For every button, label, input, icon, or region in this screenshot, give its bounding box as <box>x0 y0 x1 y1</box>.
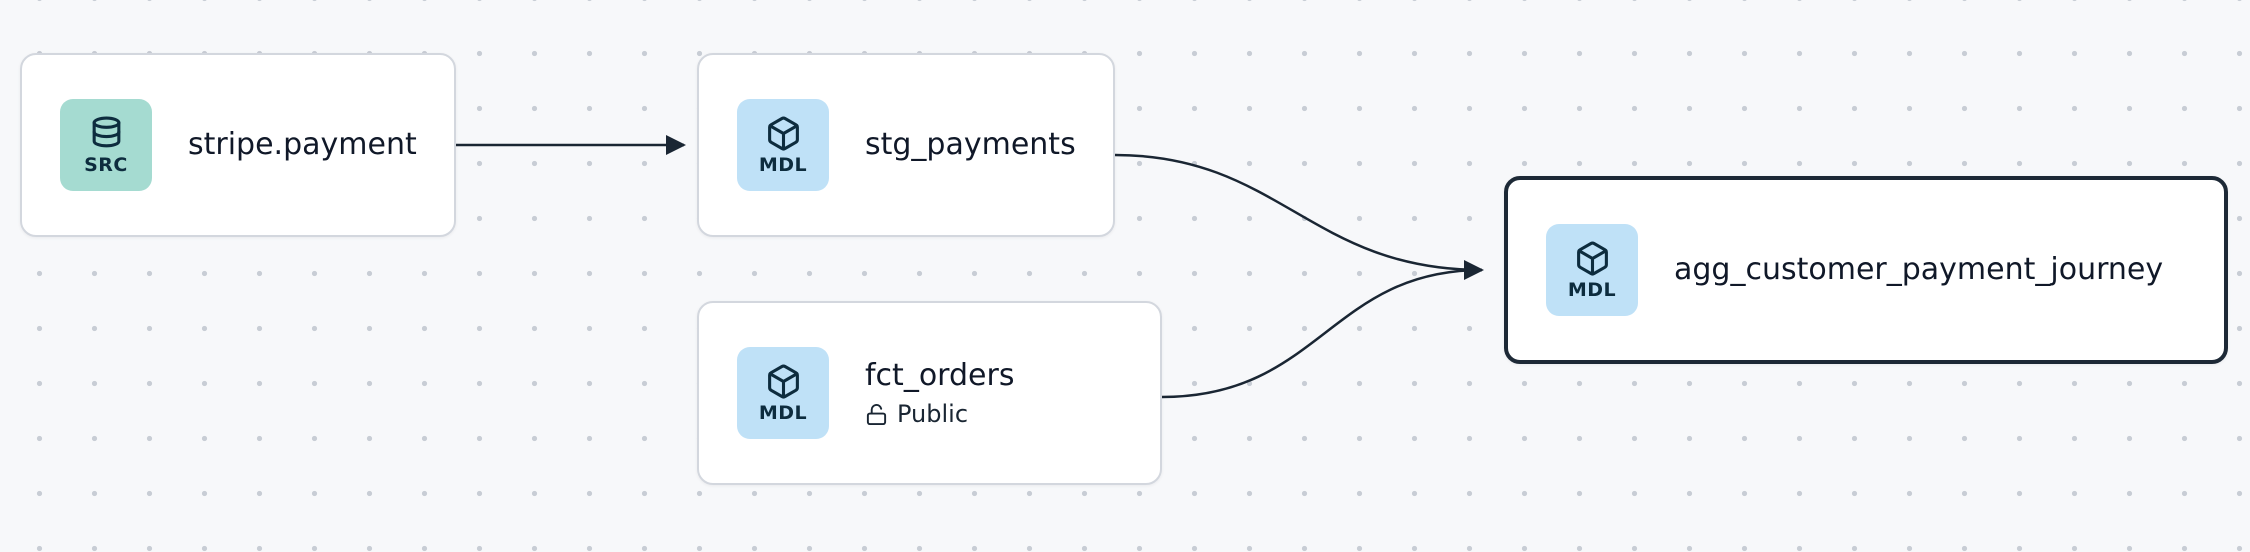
model-badge: MDL <box>737 347 829 439</box>
badge-label: MDL <box>758 153 808 176</box>
node-title: agg_customer_payment_journey <box>1674 252 2164 288</box>
node-stg-payments[interactable]: MDL stg_payments <box>697 53 1115 237</box>
edge-fct-to-agg <box>1161 268 1483 399</box>
node-agg-customer-payment-journey[interactable]: MDL agg_customer_payment_journey <box>1504 176 2228 364</box>
node-stripe-payment[interactable]: SRC stripe.payment <box>20 53 456 237</box>
node-title: stripe.payment <box>188 127 417 163</box>
access-text: Public <box>897 399 969 428</box>
database-icon <box>88 115 125 152</box>
access-label: Public <box>865 400 1014 429</box>
badge-label: MDL <box>1567 278 1617 301</box>
cube-icon <box>765 363 802 400</box>
node-title: stg_payments <box>865 127 1076 163</box>
source-badge: SRC <box>60 99 152 191</box>
node-title: fct_orders <box>865 358 1015 394</box>
cube-icon <box>765 115 802 152</box>
badge-label: SRC <box>84 153 128 176</box>
edge-stg-to-agg <box>1114 153 1484 280</box>
model-badge: MDL <box>1546 224 1638 316</box>
badge-label: MDL <box>758 401 808 424</box>
cube-icon <box>1574 240 1611 277</box>
model-badge: MDL <box>737 99 829 191</box>
unlock-icon <box>865 403 888 426</box>
node-fct-orders[interactable]: MDL fct_orders Public <box>697 301 1162 485</box>
